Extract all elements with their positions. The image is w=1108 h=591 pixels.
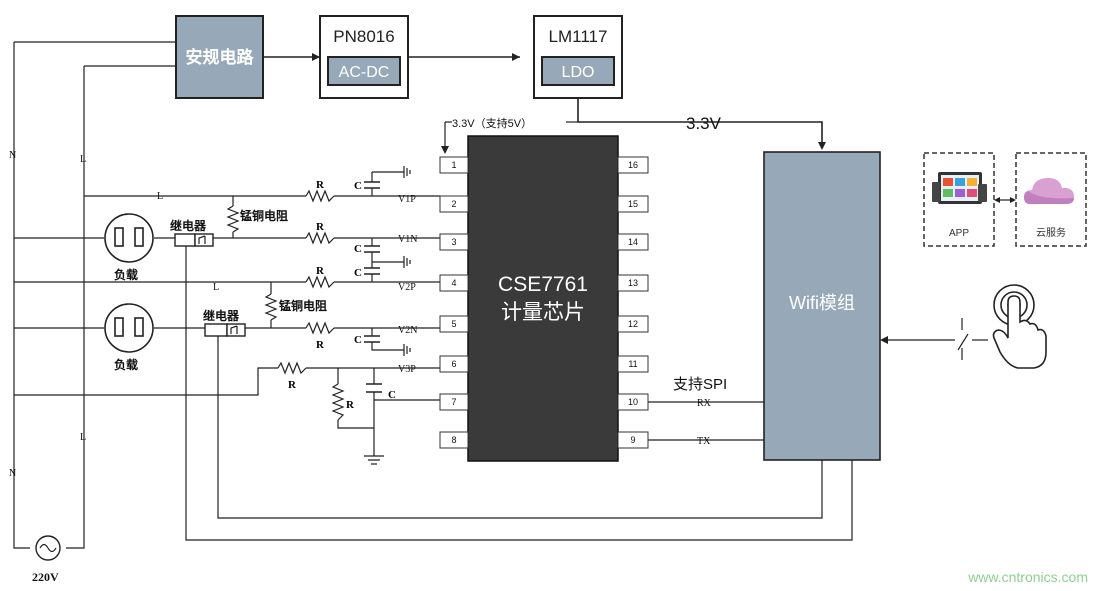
pin-label-8: 8 [451, 435, 456, 445]
pin-label-5: 5 [451, 319, 456, 329]
line2-live-label: L [213, 282, 219, 293]
chip-model: CSE7761 [498, 273, 588, 296]
pin-label-15: 15 [628, 199, 638, 209]
labels: 3.3V（支持5V） 3.3V 支持SPI RX TX N L N L L L … [9, 114, 1088, 585]
rx-label: RX [697, 398, 712, 409]
v2n-label: V2N [398, 325, 417, 336]
pin-label-1: 1 [451, 160, 456, 170]
relay-1 [174, 233, 214, 247]
pin-label-9: 9 [630, 435, 635, 445]
cloud-icon [1024, 178, 1074, 204]
wifi-module-block: Wifi模组 [763, 151, 881, 461]
resistor-label-2: R [316, 221, 325, 233]
live-label-bottom: L [80, 432, 86, 443]
capacitors [364, 181, 382, 393]
pin-label-2: 2 [451, 199, 456, 209]
relay-label-1: 继电器 [170, 218, 207, 233]
safety-circuit-label: 安规电路 [186, 47, 255, 67]
pin-label-11: 11 [628, 359, 637, 369]
tablet-icon [932, 172, 987, 204]
pin-label-14: 14 [628, 237, 638, 247]
cloud-service-box: 云服务 [1015, 152, 1087, 247]
line1-live-label: L [157, 191, 163, 202]
ldo-label: LDO [562, 64, 595, 81]
pin-label-4: 4 [451, 278, 456, 288]
neutral-label-top: N [9, 150, 16, 161]
pin-label-13: 13 [628, 278, 638, 288]
lm1117-block: LM1117 LDO [533, 15, 623, 99]
v2p-label: V2P [398, 282, 416, 293]
shunt-label-1: 锰铜电阻 [240, 208, 288, 223]
supply-3v3-support-label: 3.3V（支持5V） [452, 116, 532, 130]
cloud-service-label: 云服务 [1036, 226, 1066, 239]
ac-source [35, 535, 61, 561]
v3p-label: V3P [398, 364, 416, 375]
cap-label-5: C [388, 389, 396, 401]
cap-label-3: C [354, 267, 362, 279]
cap-label-4: C [354, 334, 362, 346]
safety-circuit-block: 安规电路 [175, 15, 264, 99]
v1n-label: V1N [398, 234, 417, 245]
shunt-label-2: 锰铜电阻 [279, 298, 327, 313]
pn8016-block: PN8016 AC-DC [319, 15, 409, 99]
app-label: APP [949, 228, 969, 239]
cse7761-chip: CSE7761 计量芯片 [467, 135, 619, 462]
spi-label: 支持SPI [673, 376, 727, 393]
relay-2 [204, 323, 246, 337]
ac-voltage-label: 220V [32, 570, 59, 584]
resistor-label-3: R [316, 265, 325, 277]
resistor-label-4: R [316, 339, 325, 351]
cap-label-2: C [354, 243, 362, 255]
lm1117-title: LM1117 [549, 27, 608, 46]
resistor-label-1: R [316, 179, 325, 191]
pin-label-10: 10 [628, 397, 638, 407]
pin-label-6: 6 [451, 359, 456, 369]
pin-label-12: 12 [628, 319, 638, 329]
wires [13, 41, 1016, 549]
load-label-1: 负载 [114, 267, 138, 282]
tx-label: TX [697, 436, 711, 447]
pin-label-16: 16 [628, 160, 638, 170]
chip-pins-right: 16 15 14 13 12 11 10 9 [617, 156, 649, 449]
acdc-label: AC-DC [339, 64, 390, 81]
resistor-label-6: R [346, 399, 355, 411]
watermark: www.cntronics.com [967, 569, 1088, 585]
chip-pins-left: 1 2 3 4 5 6 7 8 [439, 156, 469, 449]
resistors [226, 189, 345, 421]
touch-hand-icon [992, 284, 1047, 369]
supply-3v3-label: 3.3V [686, 114, 722, 133]
chip-description: 计量芯片 [501, 301, 585, 324]
neutral-label-bottom: N [9, 468, 16, 479]
load-socket-1 [104, 213, 154, 263]
pin-label-3: 3 [451, 237, 456, 247]
live-label-top: L [80, 154, 86, 165]
v1p-label: V1P [398, 194, 416, 205]
load-label-2: 负载 [114, 357, 138, 372]
load-socket-2 [104, 303, 154, 353]
cap-label-1: C [354, 180, 362, 192]
pin-label-7: 7 [451, 397, 456, 407]
pn8016-title: PN8016 [333, 27, 394, 46]
wifi-module-label: Wifi模组 [789, 293, 855, 313]
ground-symbols [403, 166, 411, 356]
relay-label-2: 继电器 [203, 308, 240, 323]
resistor-label-5: R [288, 379, 297, 391]
app-box: APP [923, 152, 995, 247]
